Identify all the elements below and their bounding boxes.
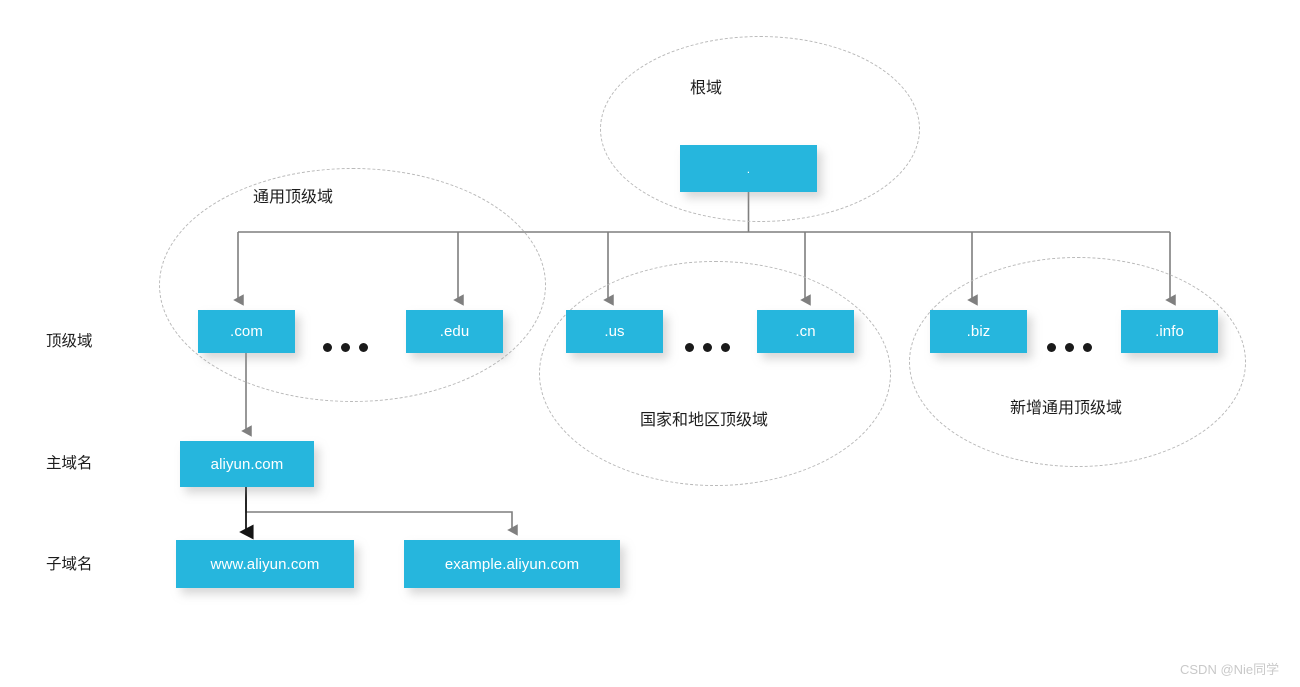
country-tld-zone-label: 国家和地区顶级域	[640, 412, 769, 429]
ellipsis-dot	[323, 343, 332, 352]
new-generic-tld-zone-ellipse	[909, 257, 1246, 467]
root-zone-label: 根域	[690, 80, 723, 97]
node-tld-biz[interactable]: .biz	[930, 310, 1027, 353]
ellipsis-dot	[721, 343, 730, 352]
ellipsis-dot	[359, 343, 368, 352]
node-tld-com[interactable]: .com	[198, 310, 295, 353]
ellipsis-dot	[341, 343, 350, 352]
node-tld-us[interactable]: .us	[566, 310, 663, 353]
root-zone-ellipse	[600, 36, 920, 222]
node-tld-cn[interactable]: .cn	[757, 310, 854, 353]
generic-tld-zone-label: 通用顶级域	[253, 189, 334, 206]
ellipsis-dot	[1083, 343, 1092, 352]
country-tld-zone-ellipse	[539, 261, 891, 486]
ellipsis-country	[685, 343, 730, 352]
ellipsis-dot	[1065, 343, 1074, 352]
generic-tld-zone-ellipse	[159, 168, 546, 402]
node-main-domain-aliyun[interactable]: aliyun.com	[180, 441, 314, 487]
csdn-watermark: CSDN @Nie同学	[1180, 662, 1280, 677]
node-tld-edu[interactable]: .edu	[406, 310, 503, 353]
new-generic-tld-zone-label: 新增通用顶级域	[1010, 400, 1123, 417]
node-root-dot[interactable]: .	[680, 145, 817, 192]
node-subdomain-www[interactable]: www.aliyun.com	[176, 540, 354, 588]
ellipsis-dot	[703, 343, 712, 352]
node-tld-info[interactable]: .info	[1121, 310, 1218, 353]
ellipsis-generic	[323, 343, 368, 352]
row-label-top-level-domain: 顶级域	[46, 333, 93, 350]
row-label-main-domain: 主域名	[46, 455, 93, 472]
row-label-sub-domain: 子域名	[46, 556, 93, 573]
ellipsis-dot	[685, 343, 694, 352]
node-subdomain-example[interactable]: example.aliyun.com	[404, 540, 620, 588]
ellipsis-dot	[1047, 343, 1056, 352]
ellipsis-new-generic	[1047, 343, 1092, 352]
